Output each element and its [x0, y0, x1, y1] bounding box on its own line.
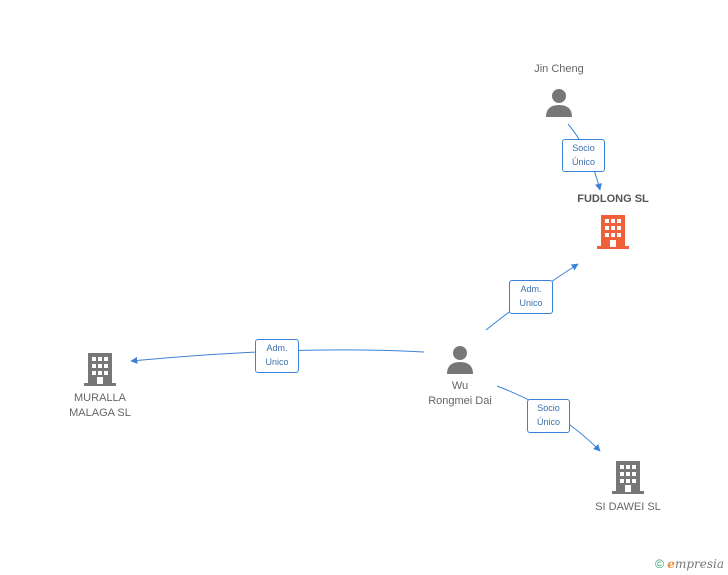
edge-label-line1: Adm. — [520, 284, 542, 294]
node-label-line2: Rongmei Dai — [428, 395, 492, 407]
building-icon — [612, 461, 644, 494]
node-muralla-malaga-sl[interactable]: MURALLA MALAGA SL — [52, 352, 148, 421]
edge-label-line1: Socio — [572, 143, 595, 153]
node-jin-cheng[interactable]: Jin Cheng — [518, 62, 600, 117]
edge-label-line2: Unico — [519, 298, 543, 308]
edge-label-socio-unico[interactable]: Socio Único — [562, 139, 605, 172]
person-icon — [546, 89, 572, 117]
node-label-line1: Wu — [451, 380, 469, 392]
empresia-logo[interactable]: empresia — [667, 557, 724, 571]
edge-label-line1: Socio — [537, 403, 560, 413]
node-wu-rongmei-dai[interactable]: Wu Rongmei Dai — [412, 344, 508, 409]
edge-label-line2: Unico — [265, 357, 289, 367]
edge-label-adm-unico[interactable]: Adm. Unico — [509, 280, 553, 314]
building-icon — [597, 215, 629, 249]
edge-label-socio-unico[interactable]: Socio Único — [527, 399, 570, 433]
building-icon — [84, 353, 116, 386]
edge-label-adm-unico[interactable]: Adm. Unico — [255, 339, 299, 373]
node-label: FUDLONG SL — [577, 193, 649, 205]
edge-label-line2: Único — [536, 417, 560, 427]
node-label-line2: MALAGA SL — [69, 407, 131, 419]
copyright-icon: © — [655, 557, 664, 571]
node-label: Jin Cheng — [534, 63, 584, 75]
edge-label-line1: Adm. — [266, 343, 288, 353]
footer-branding: © empresia — [655, 557, 724, 571]
person-icon — [447, 346, 473, 374]
node-si-dawei-sl[interactable]: SI DAWEI SL — [578, 460, 678, 515]
node-label: SI DAWEI SL — [595, 501, 661, 513]
edge-label-line2: Único — [571, 157, 595, 167]
node-fudlong-sl[interactable]: FUDLONG SL — [563, 192, 663, 251]
node-label-line1: MURALLA — [74, 392, 126, 404]
